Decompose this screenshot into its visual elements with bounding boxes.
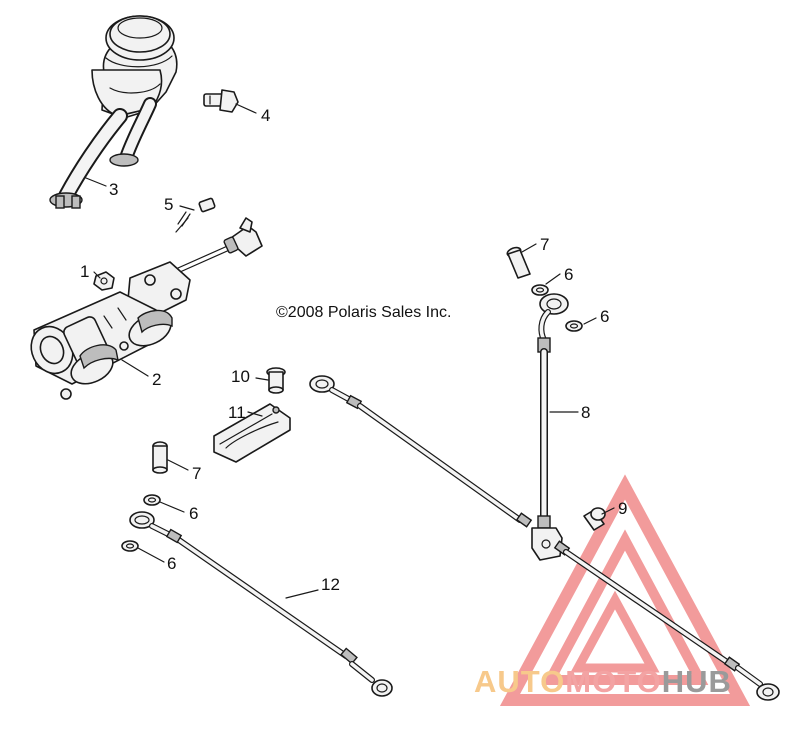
callout-1: 1 — [80, 262, 89, 281]
brake-line-long-left — [309, 375, 533, 528]
callout-2: 2 — [152, 370, 161, 389]
callout-7-left: 7 — [192, 464, 201, 483]
washer-6-left-top — [143, 494, 161, 506]
bracket-11 — [213, 403, 291, 463]
washer-6-right-top — [531, 284, 549, 296]
callout-9: 9 — [618, 499, 627, 518]
callout-5: 5 — [164, 195, 173, 214]
callout-11: 11 — [228, 403, 246, 422]
watermark-logo — [499, 474, 751, 706]
brake-line-8 — [531, 293, 569, 561]
callout-6-left-bottom: 6 — [167, 554, 176, 573]
bolt-10 — [266, 367, 286, 394]
master-cylinder — [30, 261, 191, 400]
callout-7-right: 7 — [540, 235, 549, 254]
reservoir-hose — [49, 97, 157, 209]
watermark-moto: MOTO — [565, 664, 661, 699]
copyright-text: ©2008 Polaris Sales Inc. — [276, 304, 451, 321]
callout-3: 3 — [109, 180, 118, 199]
brake-line-12 — [129, 511, 393, 697]
banjo-bolt-7-right — [506, 246, 531, 279]
watermark-auto: AUTO — [474, 664, 565, 699]
callout-10: 10 — [231, 367, 250, 386]
callouts: 1 2 3 4 5 6 6 6 6 7 7 8 9 10 11 12 — [80, 106, 627, 594]
bolt-9 — [583, 507, 606, 531]
callout-6-right-top: 6 — [564, 265, 573, 284]
callout-8: 8 — [581, 403, 590, 422]
washer-6-right-side — [565, 320, 583, 332]
bolt-4 — [203, 89, 239, 113]
callout-4: 4 — [261, 106, 270, 125]
watermark-text: AUTOMOTOHUB — [474, 664, 732, 699]
watermark-hub: HUB — [662, 664, 732, 699]
leader-lines — [85, 103, 615, 599]
reservoir — [91, 15, 178, 119]
banjo-bolt-7-left — [152, 441, 168, 474]
brake-line-long-right — [553, 540, 780, 701]
callout-12: 12 — [321, 575, 340, 594]
washer-6-left-bottom — [121, 540, 139, 552]
callout-6-right-side: 6 — [600, 307, 609, 326]
callout-6-left-top: 6 — [189, 504, 198, 523]
